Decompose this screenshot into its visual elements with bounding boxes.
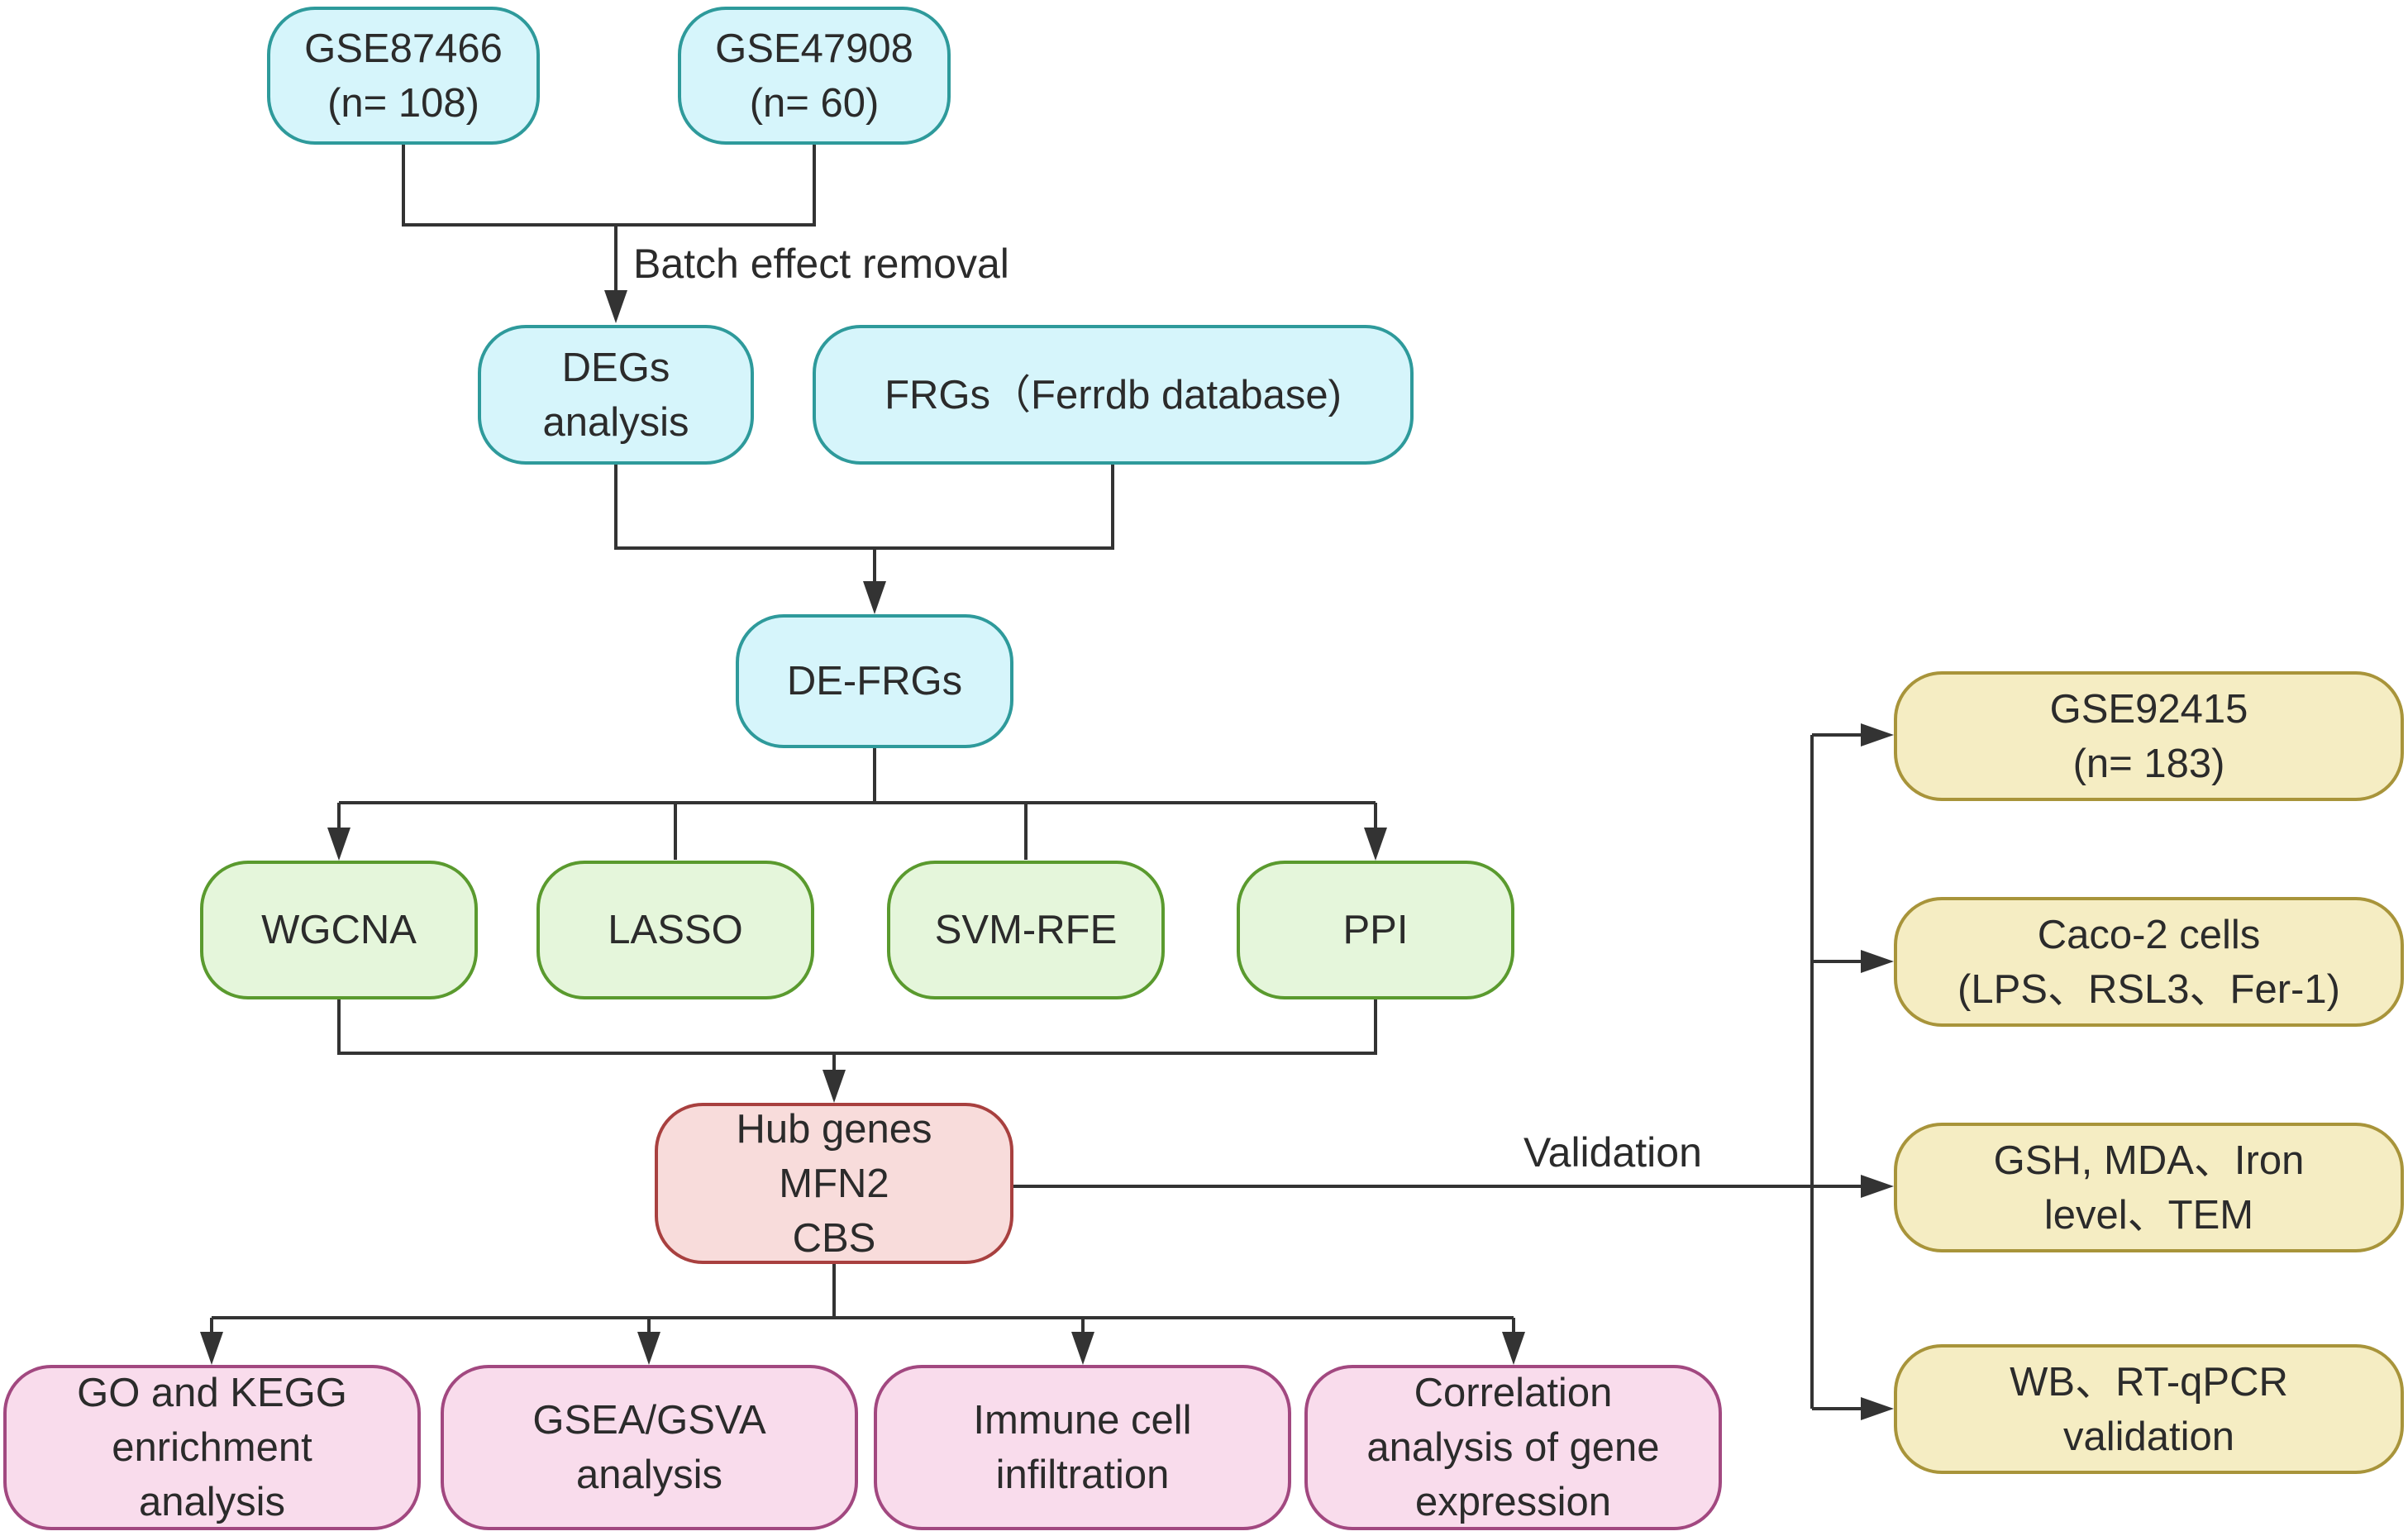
arrowhead — [1861, 950, 1894, 973]
node-line: (LPS、RSL3、Fer-1) — [1957, 966, 2340, 1012]
node-wgcna: WGCNA — [200, 861, 478, 999]
node-line: analysis — [138, 1480, 286, 1524]
node-line: infiltration — [995, 1453, 1170, 1497]
node-lasso: LASSO — [536, 861, 814, 999]
node-line: Correlation — [1414, 1371, 1613, 1415]
node-line: analysis — [542, 399, 689, 445]
arrowhead — [1071, 1332, 1094, 1365]
arrowhead — [200, 1332, 223, 1365]
node-line: validation — [2062, 1414, 2235, 1459]
arrowhead — [1502, 1332, 1525, 1365]
node-line: Caco-2 cells — [2037, 912, 2261, 957]
node-line: analysis of gene — [1366, 1425, 1660, 1470]
node-line: DE-FRGs — [786, 659, 963, 704]
node-gse87466: GSE87466 (n= 108) — [267, 7, 540, 145]
node-degs: DEGs analysis — [478, 325, 754, 465]
node-line: FRGs（Ferrdb database) — [885, 372, 1342, 417]
node-gsea-gsva: GSEA/GSVA analysis — [441, 1365, 858, 1530]
node-line: enrichment — [112, 1425, 312, 1470]
batch-effect-label: Batch effect removal — [633, 241, 1009, 287]
node-gse92415: GSE92415 (n= 183) — [1894, 671, 2404, 801]
connector-methods-hub — [337, 957, 1377, 1055]
node-gse47908: GSE47908 (n= 60) — [678, 7, 951, 145]
arrowhead — [327, 828, 350, 861]
node-line: GSH, MDA、Iron — [1993, 1138, 2305, 1183]
node-immune: Immune cell infiltration — [874, 1365, 1291, 1530]
node-line: expression — [1415, 1480, 1611, 1524]
node-line: GSE47908 — [715, 26, 913, 71]
node-correlation: Correlation analysis of gene expression — [1304, 1365, 1722, 1530]
node-line: GSEA/GSVA — [532, 1398, 766, 1443]
connector-degs-frgs — [614, 465, 1114, 550]
connector-gse87466 — [402, 145, 816, 227]
node-hub-genes: Hub genes MFN2 CBS — [655, 1103, 1013, 1264]
node-line: Hub genes — [736, 1106, 932, 1152]
node-line: CBS — [792, 1215, 876, 1261]
node-frgs: FRGs（Ferrdb database) — [813, 325, 1414, 465]
arrowhead — [1364, 828, 1387, 861]
node-go-kegg: GO and KEGG enrichment analysis — [3, 1365, 421, 1530]
node-line: PPI — [1342, 908, 1409, 952]
node-line: LASSO — [608, 908, 743, 952]
node-line: analysis — [575, 1453, 723, 1497]
node-line: (n= 108) — [327, 80, 479, 126]
node-line: level、TEM — [2043, 1192, 2254, 1238]
node-caco2: Caco-2 cells (LPS、RSL3、Fer-1) — [1894, 897, 2404, 1027]
arrowhead — [863, 581, 886, 614]
arrowhead — [823, 1070, 846, 1103]
validation-label: Validation — [1523, 1129, 1702, 1176]
arrowhead — [1861, 1175, 1894, 1198]
node-ppi: PPI — [1237, 861, 1514, 999]
node-wb-rtqpcr: WB、RT-qPCR validation — [1894, 1344, 2404, 1474]
arrowhead — [1861, 1397, 1894, 1420]
node-de-frgs: DE-FRGs — [736, 614, 1013, 748]
node-line: GSE87466 — [304, 26, 503, 71]
node-line: WB、RT-qPCR — [2010, 1359, 2288, 1405]
node-line: DEGs — [561, 345, 670, 390]
node-line: Immune cell — [973, 1398, 1192, 1443]
node-line: (n= 60) — [749, 80, 880, 126]
arrowhead — [1861, 723, 1894, 747]
arrowhead — [604, 290, 627, 323]
node-line: GSE92415 — [2049, 686, 2248, 732]
node-gsh-mda: GSH, MDA、Iron level、TEM — [1894, 1123, 2404, 1252]
node-line: GO and KEGG — [77, 1371, 347, 1415]
node-line: (n= 183) — [2072, 741, 2225, 786]
arrowhead — [637, 1332, 660, 1365]
node-line: SVM-RFE — [934, 908, 1118, 952]
node-svm-rfe: SVM-RFE — [887, 861, 1165, 999]
node-line: MFN2 — [779, 1161, 889, 1206]
node-line: WGCNA — [261, 908, 417, 952]
